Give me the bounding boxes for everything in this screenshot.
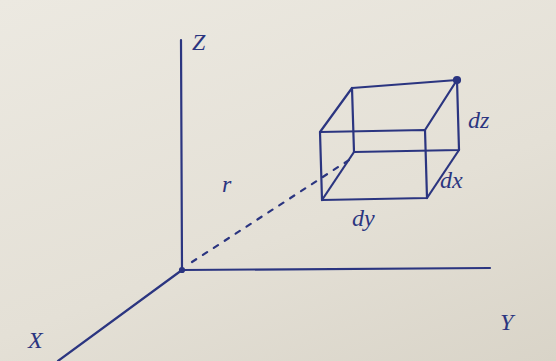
volume-element-cuboid [320,80,459,200]
z-axis [181,40,182,270]
dimension-label: dy [352,206,375,230]
vector-label: r⃗ [222,172,250,196]
dimension-label: dx [440,168,463,192]
y-axis [182,268,490,270]
position-vector-dashed [192,158,352,262]
axis-label: Z [192,30,205,54]
axis-label: Y [500,310,513,334]
x-axis [58,270,182,361]
axis-label: X [28,328,43,352]
dimension-label: dz [468,108,489,132]
origin-dot [180,268,184,272]
corner-dot [454,77,460,83]
